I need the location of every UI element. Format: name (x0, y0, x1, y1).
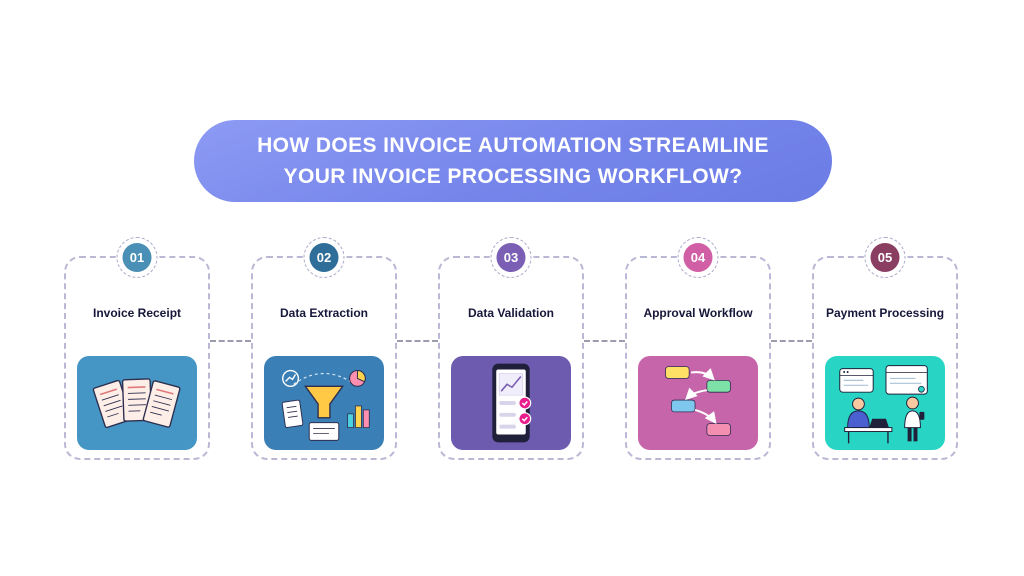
step-card-data-extraction: 02 Data Extraction (251, 237, 397, 460)
payment-team-icon (825, 356, 945, 450)
step-number-badge: 01 (116, 237, 158, 278)
step-card-data-validation: 03 Data Validation (438, 237, 584, 460)
step-number: 03 (503, 250, 519, 265)
step-number: 02 (316, 250, 332, 265)
connector-line-4 (771, 340, 812, 342)
step-title: Data Validation (467, 306, 555, 320)
step-number: 04 (690, 250, 706, 265)
step-title: Approval Workflow (643, 306, 753, 320)
step-number-badge: 05 (864, 237, 906, 278)
step-number: 01 (129, 250, 145, 265)
connector-line-2 (397, 340, 438, 342)
step-number-badge: 02 (303, 237, 345, 278)
invoice-papers-icon (77, 356, 197, 450)
header-title-line1: HOW DOES INVOICE AUTOMATION STREAMLINE (257, 134, 769, 157)
step-number: 05 (877, 250, 893, 265)
step-number-badge: 04 (677, 237, 719, 278)
step-card-payment-processing: 05 Payment Processing (812, 237, 958, 460)
data-funnel-icon (264, 356, 384, 450)
flowchart-icon (638, 356, 758, 450)
step-title: Data Extraction (279, 306, 369, 320)
step-number-badge: 03 (490, 237, 532, 278)
connector-line-3 (584, 340, 625, 342)
step-card-approval-workflow: 04 Approval Workflow (625, 237, 771, 460)
header-title-line2: YOUR INVOICE PROCESSING WORKFLOW? (283, 165, 743, 188)
phone-checklist-icon (451, 356, 571, 450)
connector-line-1 (210, 340, 251, 342)
step-title: Invoice Receipt (92, 306, 182, 320)
step-title: Payment Processing (825, 306, 945, 320)
header-banner: HOW DOES INVOICE AUTOMATION STREAMLINE Y… (194, 120, 832, 202)
step-card-invoice-receipt: 01 Invoice Receipt (64, 237, 210, 460)
